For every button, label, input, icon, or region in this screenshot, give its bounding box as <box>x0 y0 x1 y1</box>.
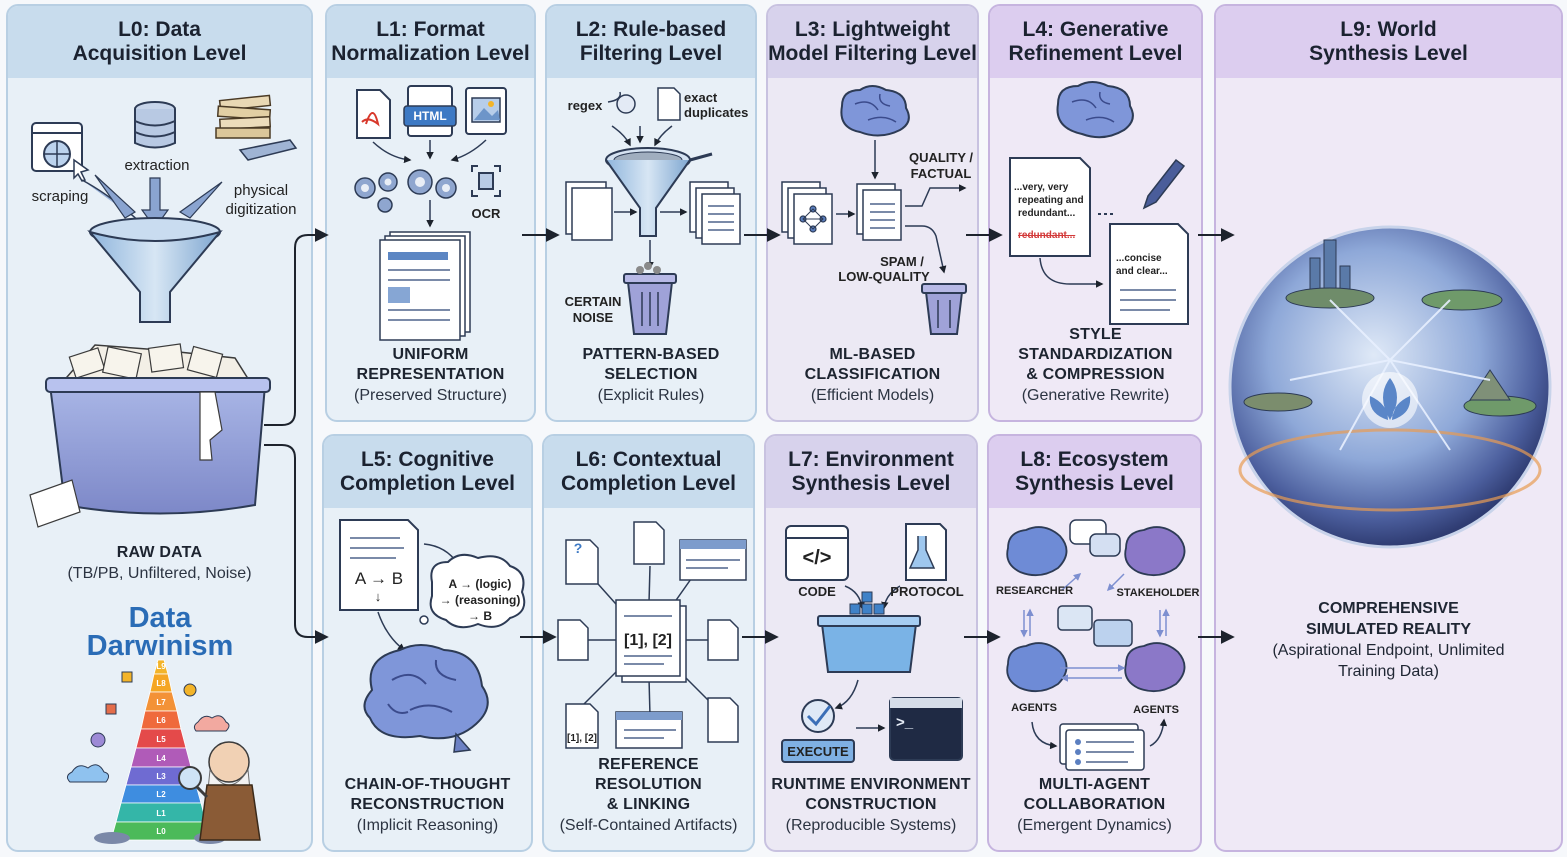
cloud-line-1: A → (logic) <box>448 577 512 591</box>
label-noise: NOISE <box>572 310 614 325</box>
cloud-line-2: → (reasoning) <box>439 593 521 607</box>
label-refs: [1], [2] <box>624 632 672 649</box>
verbose-text-1: ...very, very <box>1014 182 1069 193</box>
panel-l4-caption: STYLE STANDARDIZATION& COMPRESSION(Gener… <box>1018 326 1173 404</box>
label-quality: QUALITY / <box>908 150 974 165</box>
cloud-line-3: → B <box>468 609 492 623</box>
pyramid-label: L8 <box>156 679 166 688</box>
verbose-text-2: repeating and <box>1018 195 1084 206</box>
label-refs-small: [1], [2] <box>567 733 597 744</box>
label-a-to-b: A → B <box>354 569 404 588</box>
label-exact: exact <box>684 90 718 105</box>
label-stakeholder: STAKEHOLDER <box>1116 587 1200 599</box>
pyramid-label: L0 <box>156 827 166 836</box>
pyramid-labels: L9 L8 L7 L6 L5 L4 L3 L2 L1 L0 <box>146 659 176 841</box>
label-scraping: scraping <box>31 188 89 205</box>
l4-illustration <box>1009 81 1189 325</box>
verbose-text-3: redundant... <box>1018 208 1076 219</box>
label-factual: FACTUAL <box>910 166 972 181</box>
code-icon-glyph: </> <box>802 547 832 569</box>
label-question: ? <box>573 540 583 556</box>
label-duplicates: duplicates <box>684 105 749 120</box>
panel-l0-caption: RAW DATA (TB/PB, Unfiltered, Noise) <box>67 544 252 582</box>
l7-illustration <box>781 523 963 763</box>
world-sphere <box>1228 225 1552 549</box>
label-extraction: extraction <box>124 157 190 174</box>
pyramid-label: L3 <box>156 772 166 781</box>
pyramid-label: L7 <box>156 698 166 707</box>
l6-illustration <box>557 521 747 749</box>
label-spam: SPAM / <box>880 254 924 269</box>
l2-illustration <box>565 87 741 335</box>
label-code: CODE <box>798 584 836 599</box>
execute-button: EXECUTE <box>787 744 849 759</box>
label-protocol: PROTOCOL <box>890 584 964 599</box>
darwinism-pyramid <box>110 659 212 841</box>
panel-l6-caption: REFERENCE RESOLUTION& LINKING(Self-Conta… <box>559 756 738 834</box>
terminal-prompt: >_ <box>896 714 914 731</box>
label-down-arrow: ↓ <box>374 589 382 604</box>
l1-illustration <box>354 85 507 341</box>
label-regex: regex <box>567 98 603 113</box>
label-html: HTML <box>413 109 447 123</box>
pyramid-label: L4 <box>156 754 166 763</box>
label-researcher: RESEARCHER <box>996 585 1074 597</box>
pyramid-label: L9 <box>156 662 166 671</box>
label-certain: CERTAIN <box>564 294 622 309</box>
pyramid-label: L1 <box>156 809 166 818</box>
pyramid-label: L2 <box>156 790 166 799</box>
label-digitization: digitization <box>225 201 297 218</box>
panel-l9-caption: COMPREHENSIVE SIMULATED REALITY (Aspirat… <box>1272 600 1505 680</box>
label-physical: physical <box>233 182 289 199</box>
concise-text-2: and clear... <box>1116 266 1168 277</box>
label-low-quality: LOW-QUALITY <box>838 269 930 284</box>
flow-arrows <box>264 228 1235 644</box>
l0-illustration <box>29 94 298 844</box>
label-ocr: OCR <box>471 206 501 221</box>
label-agents-right: AGENTS <box>1133 704 1179 716</box>
pyramid-label: L5 <box>156 735 166 744</box>
l8-illustration <box>1006 519 1186 771</box>
l3-illustration <box>781 85 967 335</box>
label-agents-left: AGENTS <box>1011 702 1057 714</box>
concise-text-1: ...concise <box>1116 253 1162 264</box>
l5-illustration <box>339 519 526 753</box>
struck-text: redundant... <box>1018 230 1076 241</box>
pyramid-label: L6 <box>156 716 166 725</box>
